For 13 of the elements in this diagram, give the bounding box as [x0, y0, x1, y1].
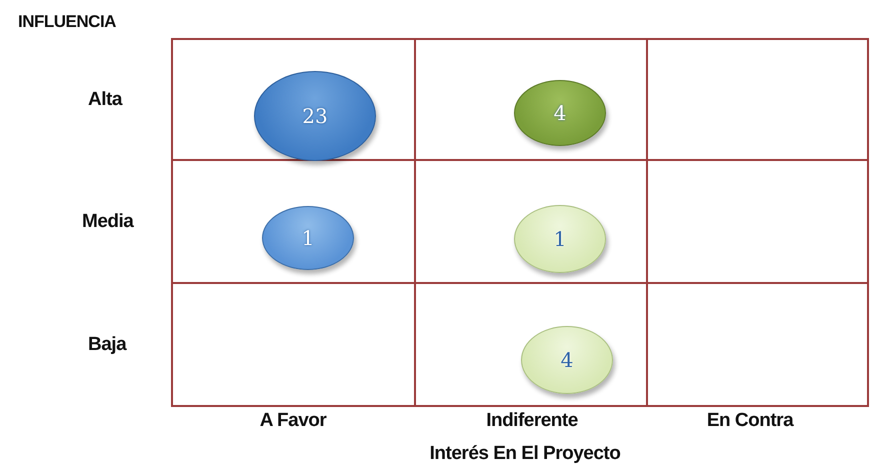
column-label: En Contra — [706, 410, 794, 432]
axis-title: INFLUENCIA — [18, 12, 116, 32]
count-bubble: 4 — [521, 326, 613, 394]
count-bubble: 1 — [514, 205, 606, 273]
row-label: Alta — [88, 89, 122, 111]
count-bubble: 4 — [514, 80, 606, 146]
column-label: A Favor — [260, 410, 326, 432]
row-label: Media — [82, 211, 134, 233]
count-bubble: 23 — [254, 71, 376, 161]
column-label: Indiferente — [486, 410, 578, 432]
count-bubble: 1 — [262, 206, 354, 270]
row-label: Baja — [88, 334, 126, 356]
axis-title: Interés En El Proyecto — [430, 443, 620, 465]
